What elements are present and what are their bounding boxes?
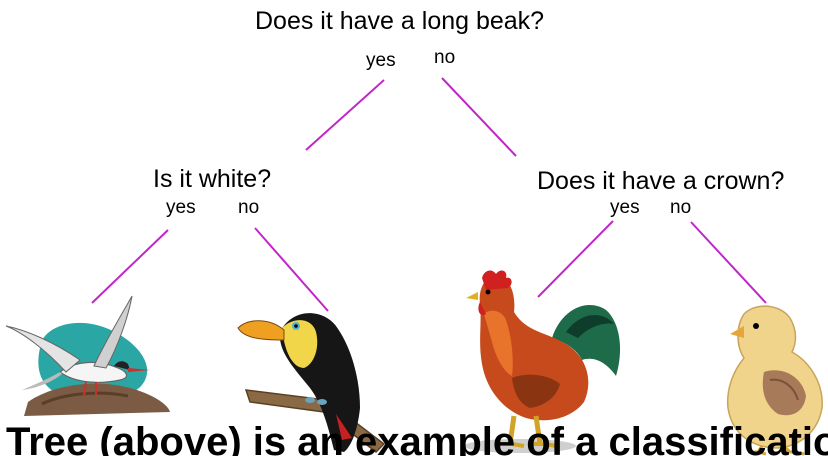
right-no-label: no bbox=[670, 197, 692, 218]
edge-right-no bbox=[690, 221, 767, 304]
toucan-icon bbox=[237, 313, 386, 453]
root-question: Does it have a long beak? bbox=[255, 7, 545, 35]
left-yes-label: yes bbox=[166, 197, 196, 218]
caption-text: Tree (above) is an example of a classifi… bbox=[6, 420, 828, 456]
root-no-label: no bbox=[434, 47, 456, 68]
rooster-icon bbox=[464, 270, 621, 453]
left-question: Is it white? bbox=[153, 165, 272, 193]
edge-left-no bbox=[254, 227, 329, 312]
edge-right-yes bbox=[537, 220, 614, 298]
tern-icon bbox=[5, 295, 170, 416]
caption: Tree (above) is an example of a classifi… bbox=[0, 418, 828, 456]
chick-icon bbox=[726, 305, 823, 456]
right-yes-label: yes bbox=[610, 197, 640, 218]
right-question: Does it have a crown? bbox=[537, 167, 785, 195]
edge-root-no bbox=[441, 77, 517, 157]
edge-root-yes bbox=[305, 79, 385, 151]
root-yes-label: yes bbox=[366, 50, 396, 71]
edge-left-yes bbox=[91, 229, 169, 304]
left-no-label: no bbox=[238, 197, 260, 218]
